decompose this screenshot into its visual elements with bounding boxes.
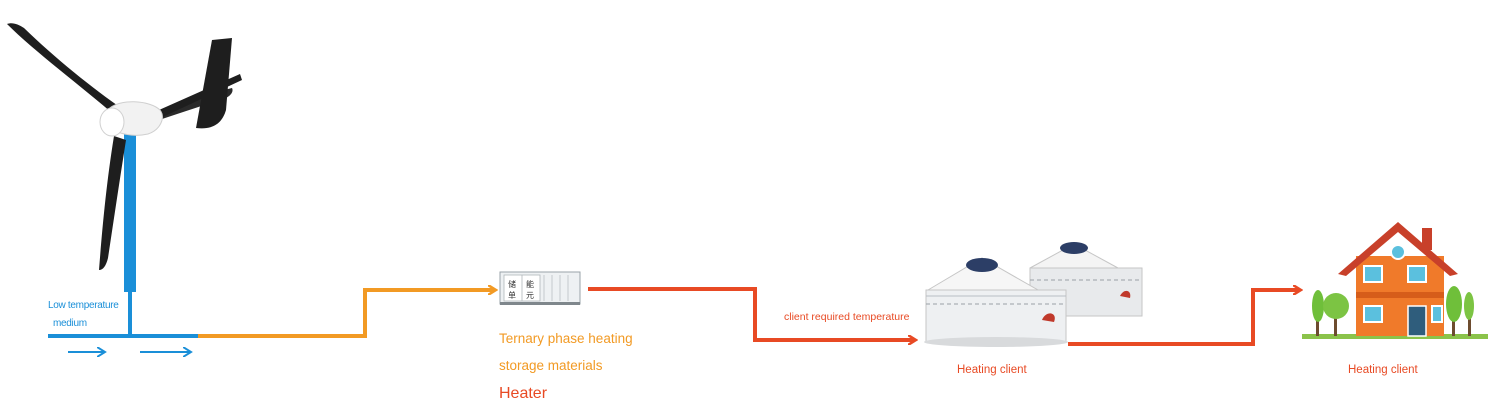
house-roof [1338, 222, 1458, 276]
turbine-tail-vane [196, 38, 232, 129]
low-temperature-pipes [48, 334, 198, 352]
storage-materials-label-line1: Ternary phase heating [499, 331, 633, 346]
yurt-icon [924, 242, 1143, 347]
turbine-blade [99, 136, 126, 270]
turbine-blade [7, 23, 124, 118]
box-char: 能 [526, 279, 534, 289]
storage-materials-label-line2: storage materials [499, 358, 603, 373]
box-char: 单 [508, 290, 516, 300]
orange-flow-line [198, 290, 495, 338]
house-icon [1302, 222, 1488, 339]
client-temperature-label: client required temperature [784, 311, 910, 323]
wind-turbine-icon [7, 23, 242, 334]
heater-storage-box-icon: 储 能 单 元 [499, 271, 581, 305]
heater-label: Heater [499, 385, 548, 402]
heating-client-house-label: Heating client [1348, 364, 1418, 376]
red-flow-line [1068, 290, 1300, 346]
turbine-tower [124, 130, 136, 292]
box-char: 储 [508, 279, 516, 289]
house-door [1407, 305, 1427, 337]
box-char: 元 [526, 291, 534, 300]
heating-client-yurt-label: Heating client [957, 364, 1027, 376]
red-flow-line [588, 287, 915, 340]
medium-label: medium [53, 318, 87, 329]
low-temperature-label: Low temperature [48, 300, 119, 311]
turbine-hub [99, 107, 125, 137]
